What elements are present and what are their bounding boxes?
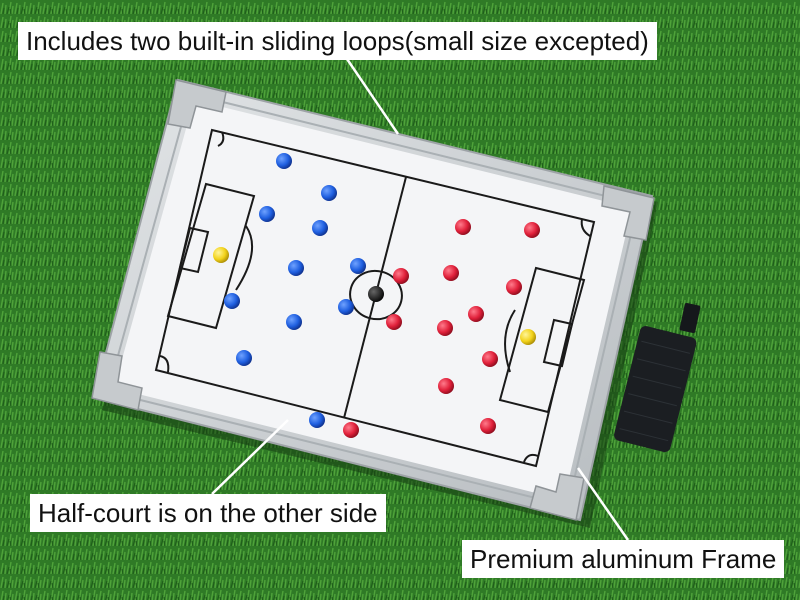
red-magnet[interactable] <box>480 418 496 434</box>
red-magnet[interactable] <box>386 314 402 330</box>
corner-arc-tl <box>217 131 225 147</box>
pen-holder-clip <box>679 303 701 333</box>
red-team-magnets <box>343 219 540 438</box>
blue-magnet[interactable] <box>309 412 325 428</box>
corner-cap-top-right <box>601 185 655 241</box>
center-circle <box>349 269 403 321</box>
corner-arc-br <box>523 453 539 463</box>
pen-holder <box>614 303 701 453</box>
blue-magnet[interactable] <box>321 185 337 201</box>
red-magnet[interactable] <box>524 222 540 238</box>
yellow-goalkeeper-magnet-left[interactable] <box>213 247 229 263</box>
corner-cap-top-left <box>167 79 227 129</box>
callout-aluminum-frame: Premium aluminum Frame <box>462 540 785 578</box>
red-magnet[interactable] <box>506 279 522 295</box>
blue-magnet[interactable] <box>288 260 304 276</box>
yellow-goalkeeper-magnet-right[interactable] <box>520 329 536 345</box>
pointer-frame <box>576 467 630 541</box>
right-goal-area <box>542 318 574 368</box>
black-ball-magnet[interactable] <box>368 286 384 302</box>
callout-pointers <box>211 55 630 541</box>
red-magnet[interactable] <box>455 219 471 235</box>
pointer-half-court <box>211 419 289 495</box>
corner-arc-bl <box>159 355 170 373</box>
blue-magnet[interactable] <box>350 258 366 274</box>
corner-arc-tr <box>580 218 591 237</box>
blue-magnet[interactable] <box>276 153 292 169</box>
left-penalty-arc <box>235 225 253 291</box>
red-magnet[interactable] <box>438 378 454 394</box>
blue-team-magnets <box>224 153 366 428</box>
callout-half-court: Half-court is on the other side <box>30 494 386 532</box>
callout-sliding-loops: Includes two built-in sliding loops(smal… <box>18 22 657 60</box>
red-magnet[interactable] <box>393 268 409 284</box>
red-magnet[interactable] <box>443 265 459 281</box>
pen-holder-body <box>614 326 697 453</box>
right-penalty-arc <box>504 309 516 373</box>
left-penalty-area <box>166 182 256 330</box>
corner-cap-bottom-left <box>91 351 143 411</box>
blue-magnet[interactable] <box>312 220 328 236</box>
pitch-markings <box>154 128 596 468</box>
red-magnet[interactable] <box>437 320 453 336</box>
pointer-top <box>343 55 400 135</box>
left-goal-area <box>178 226 210 274</box>
red-magnet[interactable] <box>482 351 498 367</box>
blue-magnet[interactable] <box>286 314 302 330</box>
blue-magnet[interactable] <box>236 350 252 366</box>
red-magnet[interactable] <box>343 422 359 438</box>
blue-magnet[interactable] <box>224 293 240 309</box>
corner-caps <box>91 79 655 521</box>
blue-magnet[interactable] <box>259 206 275 222</box>
blue-magnet[interactable] <box>338 299 354 315</box>
right-penalty-area <box>498 266 586 414</box>
red-magnet[interactable] <box>468 306 484 322</box>
